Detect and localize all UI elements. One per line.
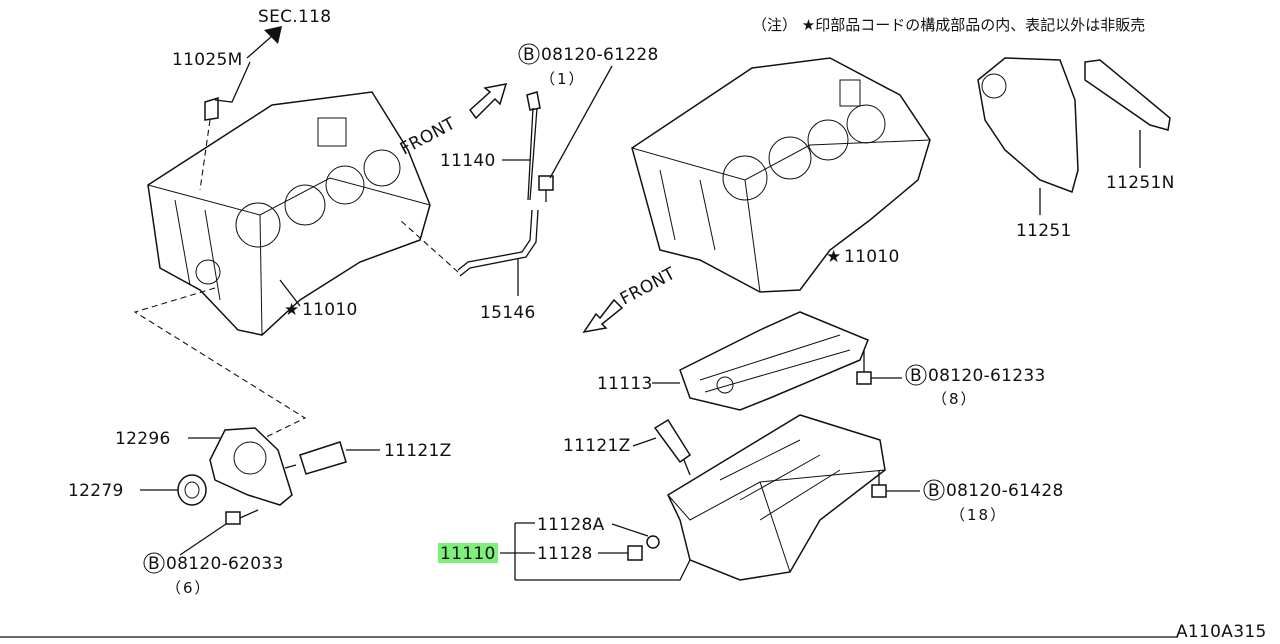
svg-text:08120-62033: 08120-62033 (166, 554, 284, 574)
header-note: （注） ★印部品コードの構成部品の内、表記以外は非販売 (752, 16, 1145, 34)
part-11128-drain-plug[interactable] (598, 545, 643, 561)
label-11110[interactable]: 11110 (440, 544, 496, 564)
label-11010-right: 11010 (844, 247, 900, 267)
svg-text:（1）: （1） (540, 70, 586, 88)
label-11140: 11140 (440, 151, 496, 171)
dashed-guide-front-cover (133, 287, 307, 441)
label-11251N: 11251N (1106, 173, 1175, 193)
svg-text:B: B (148, 554, 160, 574)
part-11140-dipstick[interactable] (526, 91, 541, 201)
label-sec118: SEC.118 (258, 7, 331, 27)
cylinder-block-left[interactable] (147, 91, 431, 336)
label-15146: 15146 (480, 303, 536, 323)
label-bolt-08120-61428: B 08120-61428 （18） (923, 479, 1064, 524)
part-11113-baffle-plate[interactable] (652, 311, 869, 411)
part-11025M[interactable] (199, 61, 251, 191)
part-11121Z-right[interactable] (632, 418, 692, 476)
star-right: ★ (826, 247, 842, 267)
bolt-08120-61228[interactable] (538, 65, 613, 202)
part-11128A-washer[interactable] (611, 523, 660, 549)
label-11128: 11128 (537, 544, 593, 564)
part-12296-front-cover[interactable] (188, 427, 293, 506)
svg-text:08120-61228: 08120-61228 (541, 45, 659, 65)
svg-text:08120-61428: 08120-61428 (946, 481, 1064, 501)
label-bolt-08120-61233: B 08120-61233 （8） (905, 364, 1046, 408)
svg-text:08120-61233: 08120-61233 (928, 366, 1046, 386)
part-11251-gasket[interactable] (977, 57, 1079, 215)
front-arrow-upper (468, 83, 508, 120)
bolt-08120-61233[interactable] (856, 350, 902, 385)
svg-text:（6）: （6） (166, 579, 212, 597)
label-11128A: 11128A (537, 515, 605, 535)
svg-text:B: B (523, 45, 535, 65)
part-15146-guide-tube[interactable] (399, 209, 539, 296)
cylinder-block-right[interactable] (631, 57, 931, 293)
label-11251: 11251 (1016, 221, 1072, 241)
bracket-11110 (500, 522, 691, 581)
svg-text:（18）: （18） (950, 506, 1007, 524)
label-11113: 11113 (597, 374, 653, 394)
svg-text:B: B (928, 481, 940, 501)
label-11121Z-right: 11121Z (563, 436, 631, 456)
label-bolt-08120-62033: B 08120-62033 （6） (143, 552, 284, 597)
label-12296: 12296 (115, 429, 171, 449)
label-12279: 12279 (68, 481, 124, 501)
label-11121Z-left: 11121Z (384, 441, 452, 461)
sec118-arrow[interactable] (246, 26, 282, 59)
highlight-11110 (438, 543, 498, 563)
svg-text:（8）: （8） (932, 390, 978, 408)
part-12279-oil-seal[interactable] (140, 474, 207, 506)
figure-code: A110A315 (1176, 622, 1267, 640)
bolt-08120-61428[interactable] (871, 470, 920, 498)
leader-11010-left (279, 279, 301, 307)
label-11010-left: 11010 (302, 300, 358, 320)
front-arrow-lower (582, 298, 624, 334)
part-11121Z-left[interactable] (284, 441, 380, 475)
label-bolt-08120-61228: B 08120-61228 （1） (518, 43, 659, 88)
front-label-lower: FRONT (617, 264, 679, 310)
part-11251N-gasket[interactable] (1084, 59, 1171, 168)
star-left: ★ (284, 300, 300, 320)
label-11025M: 11025M (172, 50, 243, 70)
bolt-08120-62033[interactable] (179, 509, 259, 556)
svg-text:B: B (910, 366, 922, 386)
part-11110-oil-pan[interactable] (667, 414, 886, 581)
